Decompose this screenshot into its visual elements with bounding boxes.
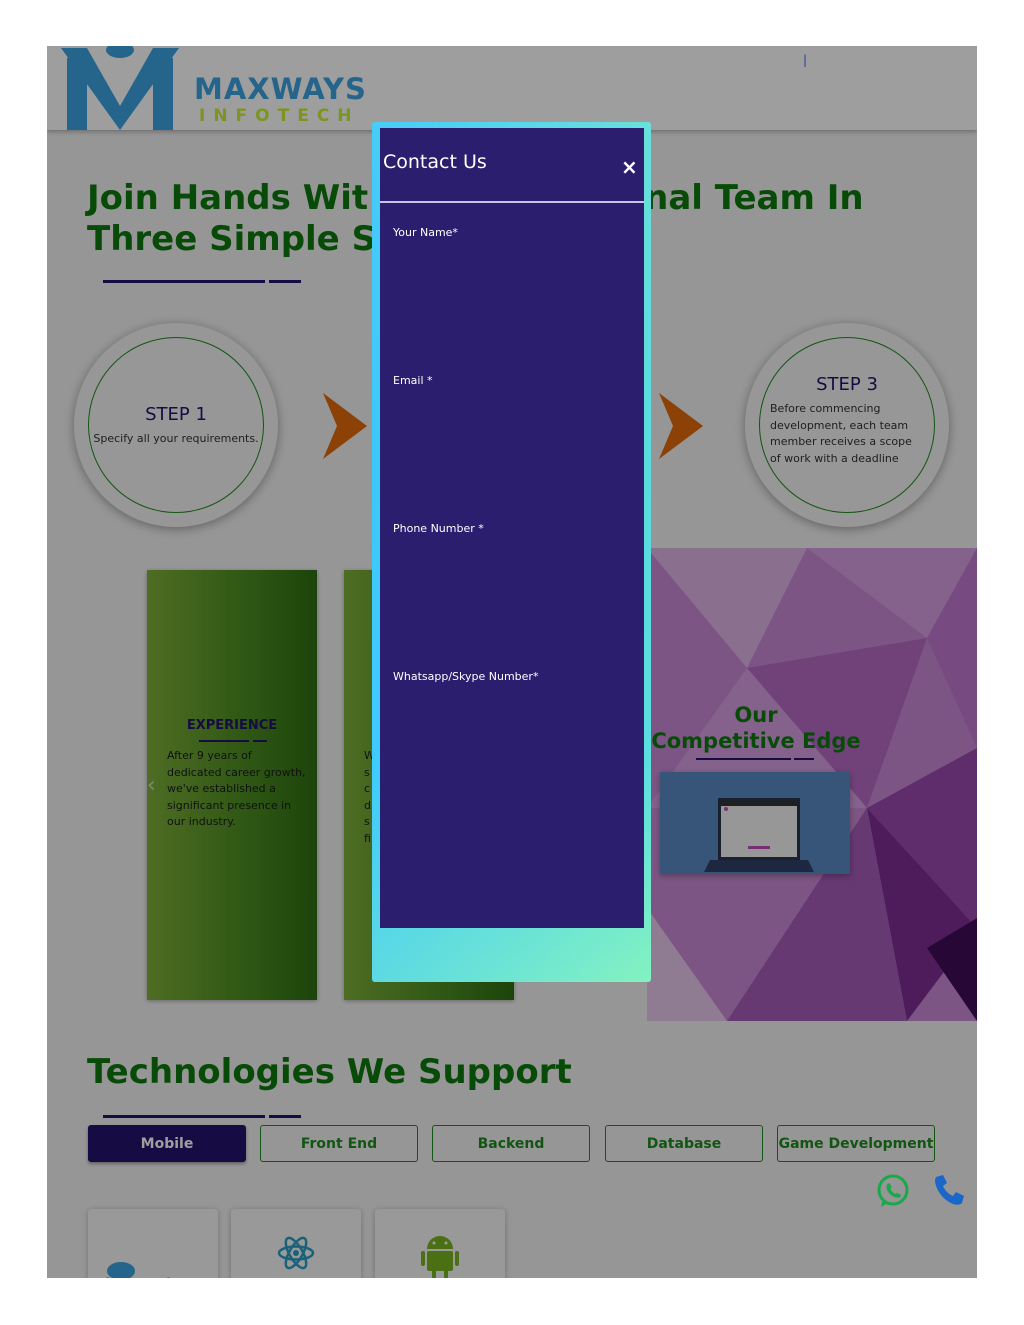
phone-field-label: Phone Number * (393, 522, 484, 535)
experience-card: EXPERIENCE After 9 years of dedicated ca… (147, 570, 317, 1000)
phone-field[interactable] (393, 538, 631, 628)
android-icon (421, 1236, 459, 1278)
whatsapp-field-label: Whatsapp/Skype Number* (393, 670, 539, 683)
nav-game-software[interactable]: GAME SOFTWARE (545, 79, 642, 92)
step-1-circle: STEP 1 Specify all your requirements. (74, 323, 278, 527)
step-3-desc: Before commencing development, each team… (770, 402, 912, 465)
maxways-logo[interactable]: MAXWAYS INFOTECH (61, 46, 366, 130)
tech-underline (103, 1115, 265, 1118)
page: MAXWAYS INFOTECH info@maxwaysinfotech.co… (47, 46, 977, 1278)
experience-card-title: EXPERIENCE (186, 718, 278, 733)
tech-card-react[interactable] (231, 1209, 361, 1278)
polygon-background (607, 548, 977, 1021)
react-icon (277, 1236, 315, 1270)
hero-title-line2: Three Simple S (87, 219, 377, 259)
tab-database[interactable]: Database (605, 1125, 763, 1162)
contact-modal: Contact Us × Your Name* Email * Phone Nu… (372, 122, 651, 982)
title-underline-short (269, 280, 301, 283)
contact-modal-body: Contact Us × Your Name* Email * Phone Nu… (380, 128, 644, 928)
tab-front-end[interactable]: Front End (260, 1125, 418, 1162)
maxways-logo-icon (106, 1262, 170, 1278)
step-3-circle: STEP 3 Before commencing development, ea… (745, 323, 949, 527)
hero-title-line1: Join Hands Wit (87, 178, 369, 218)
header-email[interactable]: info@maxwaysinfotech.com (638, 54, 794, 67)
tech-card-android[interactable] (375, 1209, 505, 1278)
title-underline (103, 280, 265, 283)
email-field[interactable] (393, 390, 631, 480)
nav-blog[interactable]: BLOG (854, 79, 885, 92)
nav-fintech-software[interactable]: FINTECH SOFTWARE (721, 79, 833, 92)
header-separator: | (803, 53, 808, 67)
tech-underline-short (269, 1115, 301, 1118)
experience-card-text: After 9 years of dedicated career growth… (167, 749, 306, 828)
site-header: MAXWAYS INFOTECH info@maxwaysinfotech.co… (47, 46, 977, 130)
arrow-right-icon (659, 393, 703, 459)
tab-mobile[interactable]: Mobile (88, 1125, 246, 1162)
phone-icon[interactable] (930, 1173, 966, 1209)
whatsapp-field[interactable] (393, 686, 631, 776)
nav-services[interactable]: SERVICES (652, 79, 706, 92)
edge-underline-short (794, 758, 814, 760)
tab-game-development[interactable]: Game Development (777, 1125, 935, 1162)
feature-card-2-text: W s c d s fi (364, 749, 375, 845)
logo-wordmark: MAXWAYS (194, 72, 367, 106)
step-1-title: STEP 1 (145, 403, 207, 425)
competitive-edge-title: Our Competitive Edge (651, 703, 861, 753)
modal-divider (380, 201, 644, 203)
step-1-desc: Specify all your requirements. (93, 431, 259, 445)
nav-about-us[interactable]: ABOUT US (473, 79, 530, 92)
close-icon[interactable]: × (621, 155, 638, 179)
arrow-right-icon (323, 393, 367, 459)
chevron-left-icon[interactable]: ‹ (147, 773, 156, 798)
edge-underline (696, 758, 791, 760)
card-underline-short (253, 740, 267, 742)
tab-backend[interactable]: Backend (432, 1125, 590, 1162)
card-underline (199, 740, 249, 742)
whatsapp-icon[interactable] (875, 1173, 911, 1209)
nav-contact[interactable]: CONTACT (906, 79, 959, 92)
hero-title: Join Hands Wit nal Team In Three Simple S (87, 178, 907, 260)
nav-home[interactable]: HOME (418, 79, 452, 92)
email-field-label: Email * (393, 374, 433, 387)
modal-title: Contact Us (383, 151, 487, 173)
maxways-logo-icon (61, 46, 179, 130)
name-field-label: Your Name* (393, 226, 458, 239)
technologies-title: Technologies We Support (87, 1052, 572, 1092)
hero-title-line1-end: nal Team In (644, 178, 864, 218)
laptop-icon (704, 798, 814, 872)
name-field[interactable] (393, 242, 631, 332)
tech-card-mobile-logo[interactable] (88, 1209, 218, 1278)
logo-tagline: INFOTECH (199, 106, 360, 126)
step-3-title: STEP 3 (816, 374, 878, 395)
laptop-image (660, 772, 850, 874)
